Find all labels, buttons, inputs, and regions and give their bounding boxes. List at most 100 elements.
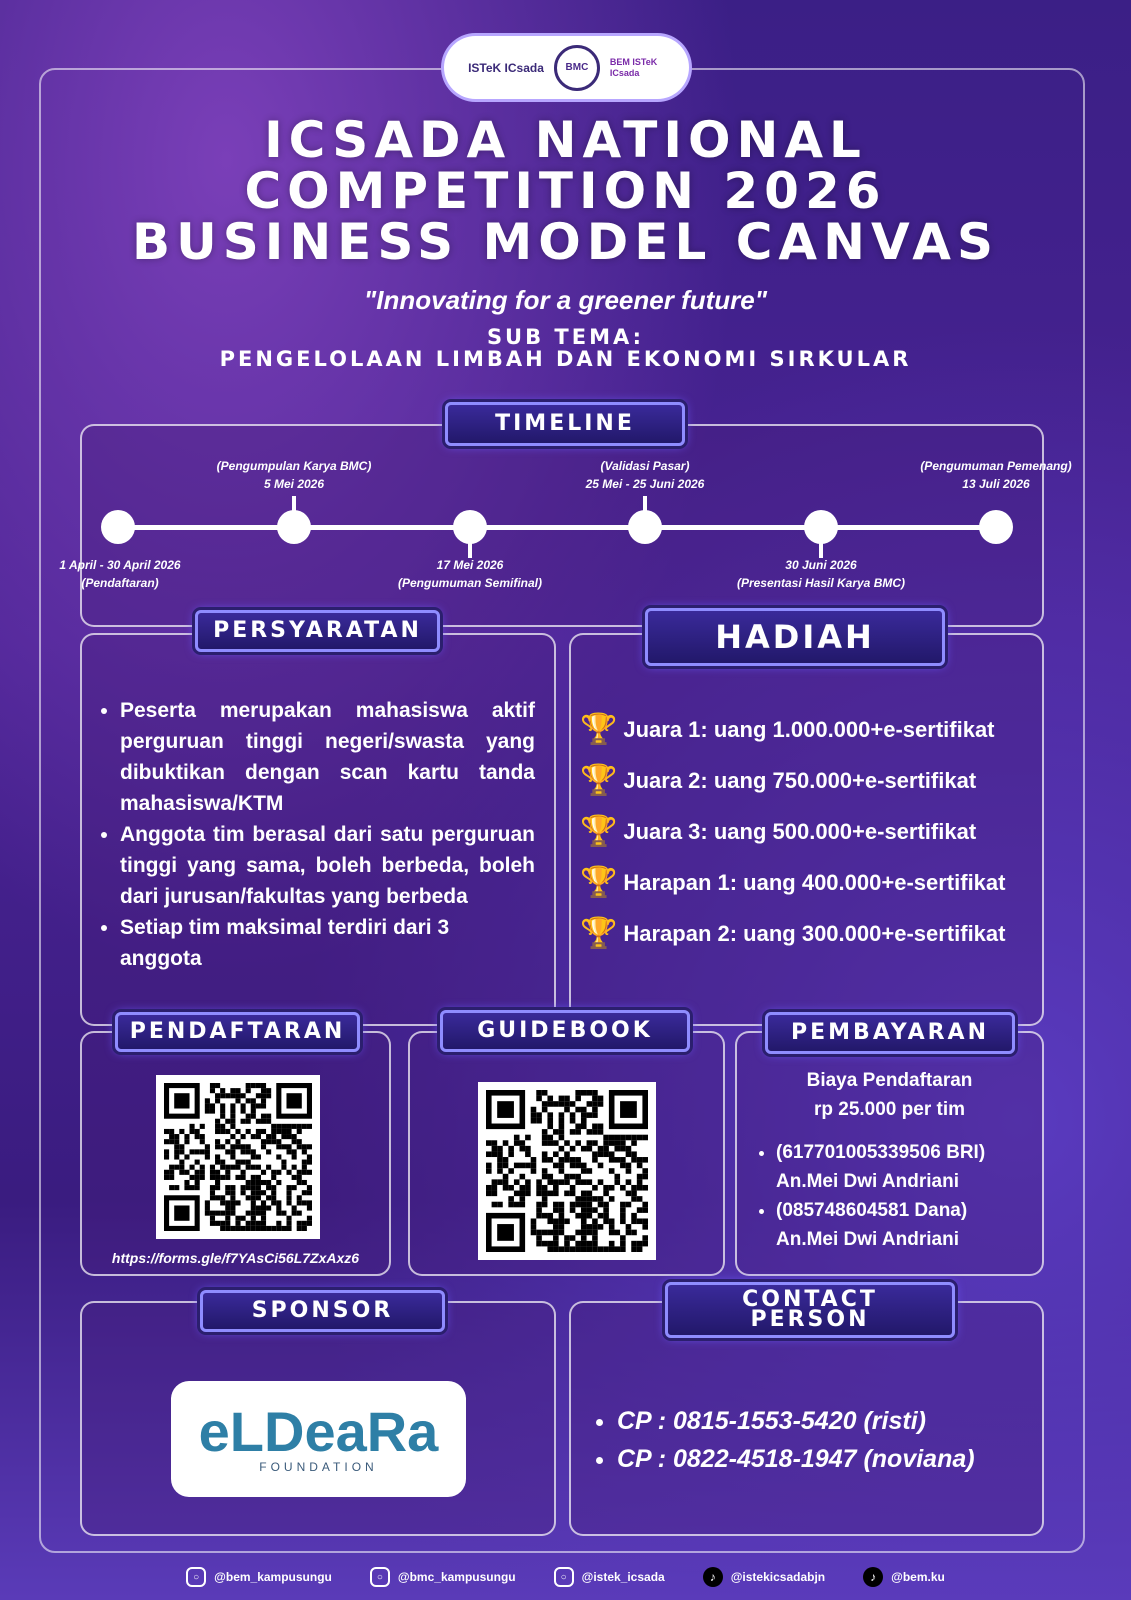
timeline-event: 17 Mei 2026 (Pengumuman Semifinal) [350, 556, 590, 592]
timeline-dot [628, 510, 662, 544]
event-date: 1 April - 30 April 2026 [59, 558, 181, 572]
event-date: 17 Mei 2026 [436, 558, 504, 572]
trophy-icon: 🏆 [580, 815, 618, 848]
prize-item: 🏆Harapan 2: uang 300.000+e-sertifikat [580, 916, 1040, 951]
timeline-tick [292, 496, 296, 512]
contact-label-line1: CONTACT [742, 1287, 878, 1312]
bmc-logo: BMC [553, 44, 600, 91]
payment-account: (085748604581 Dana) An.Mei Dwi Andriani [776, 1196, 1038, 1254]
timeline-tick [643, 496, 647, 512]
social-handle: @bmc_kampusungu [397, 1570, 516, 1584]
prize-item: 🏆Harapan 1: uang 400.000+e-sertifikat [580, 865, 1040, 900]
prize-text: Harapan 1: uang 400.000+e-sertifikat [623, 869, 1006, 895]
hadiah-label: HADIAH [645, 608, 945, 666]
prize-text: Harapan 2: uang 300.000+e-sertifikat [623, 920, 1006, 946]
pendaftaran-label: PENDAFTARAN [115, 1012, 360, 1052]
social-handle: @istekicsadabjn [730, 1570, 826, 1584]
timeline-tick [468, 542, 472, 558]
sponsor-logo: eLDeaRa FOUNDATION [171, 1381, 466, 1497]
social-link[interactable]: ○@istek_icsada [553, 1567, 665, 1587]
trophy-icon: 🏆 [580, 917, 618, 950]
timeline-event: (Pengumuman Pemenang) 13 Juli 2026 [876, 457, 1116, 493]
requirement-item: Peserta merupakan mahasiswa aktif pergur… [120, 695, 535, 819]
trophy-icon: 🏆 [580, 713, 618, 746]
title-line-1: ICSADA NATIONAL [264, 111, 867, 169]
timeline-dot [453, 510, 487, 544]
contact-label: CONTACT PERSON [665, 1282, 955, 1338]
guidebook-qr-code[interactable] [478, 1082, 656, 1260]
event-name: (Pendaftaran) [81, 576, 159, 590]
trophy-icon: 🏆 [580, 764, 618, 797]
event-name: (Pengumuman Semifinal) [397, 576, 543, 590]
trophy-icon: 🏆 [580, 866, 618, 899]
timeline-dot [979, 510, 1013, 544]
sponsor-name: eLDeaRa [198, 1400, 439, 1463]
contact-box [569, 1301, 1044, 1536]
registration-link[interactable]: https://forms.gle/f7YAsCi56L7ZxAxz6 [111, 1250, 360, 1266]
social-link[interactable]: ♪ @istekicsadabjn [702, 1567, 826, 1587]
event-name: (Validasi Pasar) [600, 459, 690, 473]
contact-item[interactable]: CP : 0822-4518-1947 (noviana) [617, 1440, 1035, 1478]
contact-item[interactable]: CP : 0815-1553-5420 (risti) [617, 1402, 1035, 1440]
tiktok-icon: ♪ [702, 1567, 723, 1587]
event-date: 30 Juni 2026 [785, 558, 857, 572]
prize-item: 🏆Juara 1: uang 1.000.000+e-sertifikat [580, 712, 1040, 747]
requirement-item: Setiap tim maksimal terdiri dari 3 anggo… [120, 912, 535, 974]
logo-bar: ISTeK ICsada BMC BEM ISTeK ICsada [444, 36, 689, 99]
account-name: An.Mei Dwi Andriani [776, 1171, 959, 1192]
prize-text: Juara 2: uang 750.000+e-sertifikat [623, 767, 977, 793]
prize-text: Juara 1: uang 1.000.000+e-sertifikat [623, 716, 995, 742]
social-link[interactable]: ○ @bem_kampusungu [186, 1567, 332, 1587]
guidebook-label: GUIDEBOOK [440, 1010, 690, 1052]
instagram-icon: ○ [186, 1567, 207, 1587]
requirement-item: Anggota tim berasal dari satu perguruan … [120, 819, 535, 912]
sponsor-sub: FOUNDATION [259, 1460, 378, 1474]
payment-account: (617701005339506 BRI) An.Mei Dwi Andriani [776, 1138, 1038, 1196]
contact-label-line2: PERSON [750, 1307, 870, 1332]
contact-list: CP : 0815-1553-5420 (risti) CP : 0822-45… [595, 1402, 1035, 1478]
social-handle: @bem.ku [891, 1570, 945, 1584]
timeline-dot [277, 510, 311, 544]
social-link[interactable]: ♪ @bem.ku [863, 1567, 945, 1587]
prize-item: 🏆Juara 3: uang 500.000+e-sertifikat [580, 814, 1040, 849]
pembayaran-label: PEMBAYARAN [765, 1012, 1015, 1054]
timeline-event: (Pengumpulan Karya BMC)5 Mei 2026 [174, 457, 414, 493]
payment-accounts: (617701005339506 BRI) An.Mei Dwi Andriani… [758, 1138, 1038, 1254]
pendaftaran-qr-code[interactable] [156, 1075, 320, 1239]
instagram-icon: ○ [369, 1567, 390, 1587]
social-link[interactable]: ○ @bmc_kampusungu [369, 1567, 516, 1587]
account-name: An.Mei Dwi Andriani [776, 1229, 959, 1250]
instagram-icon: ○ [553, 1567, 574, 1587]
event-date: 25 Mei - 25 Juni 2026 [585, 477, 705, 491]
tiktok-icon: ♪ [863, 1567, 884, 1587]
title-line-2: COMPETITION 2026 [244, 162, 887, 220]
subtema-text: PENGELOLAAN LIMBAH DAN EKONOMI SIRKULAR [219, 347, 912, 371]
prize-text: Juara 3: uang 500.000+e-sertifikat [623, 818, 977, 844]
requirements-list: Peserta merupakan mahasiswa aktif pergur… [100, 695, 535, 974]
istek-logo: ISTeK ICsada [468, 60, 544, 75]
event-date: 13 Juli 2026 [962, 477, 1030, 491]
title-line-3: BUSINESS MODEL CANVAS [132, 213, 999, 271]
timeline-tick [819, 542, 823, 558]
sponsor-label: SPONSOR [200, 1290, 445, 1332]
event-date: 5 Mei 2026 [263, 477, 325, 491]
subtema-label: SUB TEMA: [486, 325, 645, 349]
timeline-event: (Validasi Pasar) 25 Mei - 25 Juni 2026 [525, 457, 765, 493]
social-handle: @bem_kampusungu [214, 1570, 332, 1584]
account-number: (085748604581 Dana) [776, 1200, 968, 1221]
timeline-event: 1 April - 30 April 2026 (Pendaftaran) [0, 556, 240, 592]
timeline-line [118, 525, 996, 530]
event-name: (Pengumuman Pemenang) [920, 459, 1072, 473]
timeline-event: 30 Juni 2026 (Presentasi Hasil Karya BMC) [701, 556, 941, 592]
bem-logo: BEM ISTeK ICsada [609, 56, 658, 78]
fee-title: Biaya Pendaftaran [806, 1070, 973, 1091]
theme-quote: "Innovating for a greener future" [363, 285, 768, 315]
prize-item: 🏆Juara 2: uang 750.000+e-sertifikat [580, 763, 1040, 798]
fee-amount: rp 25.000 per tim [813, 1099, 966, 1120]
account-number: (617701005339506 BRI) [776, 1142, 986, 1163]
event-name: (Presentasi Hasil Karya BMC) [736, 576, 906, 590]
timeline-dot [101, 510, 135, 544]
timeline-label: TIMELINE [445, 402, 685, 446]
social-footer: ○ @bem_kampusungu ○ @bmc_kampusungu ○@istek_… [0, 1567, 1131, 1587]
pembayaran-box [735, 1031, 1044, 1276]
